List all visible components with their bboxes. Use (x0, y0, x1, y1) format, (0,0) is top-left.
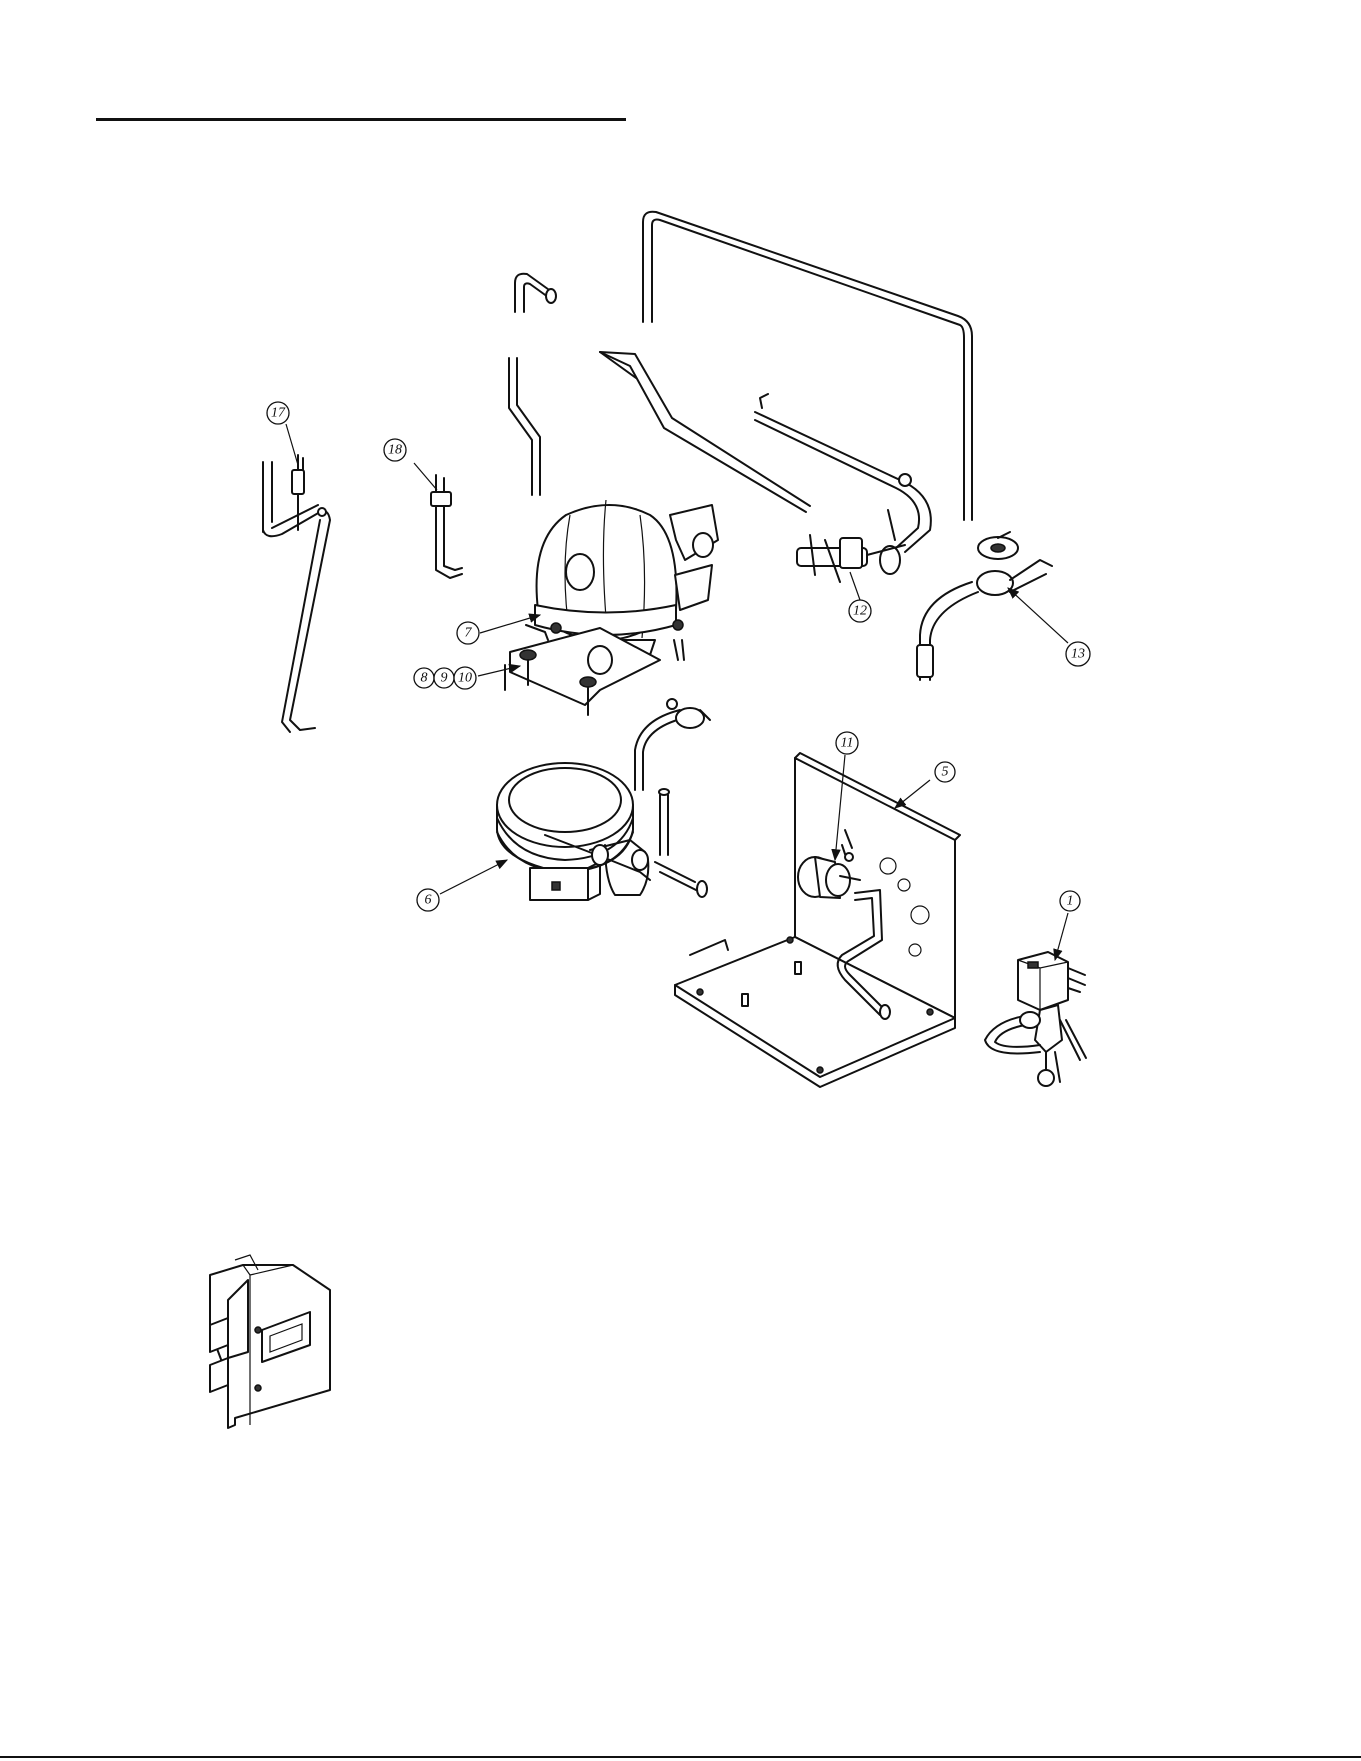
callout-7: 7 (457, 622, 479, 644)
svg-text:1: 1 (1067, 894, 1074, 909)
callout-6: 6 (417, 889, 439, 911)
drier-tube (755, 394, 931, 552)
callout-12: 12 (849, 600, 871, 622)
hinge-bracket-part (210, 1255, 330, 1428)
filter-drier-13 (917, 532, 1052, 680)
callout-13: 13 (1066, 642, 1090, 666)
solenoid-valve-1 (985, 952, 1086, 1086)
svg-text:10: 10 (458, 671, 472, 686)
svg-text:18: 18 (388, 443, 402, 458)
svg-text:5: 5 (942, 765, 949, 780)
callout-18: 18 (384, 439, 406, 461)
compressor-7 (526, 500, 718, 660)
leader-7 (480, 615, 540, 633)
svg-text:13: 13 (1071, 647, 1085, 662)
access-valve-18 (431, 475, 462, 578)
callout-10: 10 (454, 667, 476, 689)
condenser-coil-6 (497, 699, 710, 900)
valve-assembly-12 (797, 510, 905, 582)
svg-text:9: 9 (441, 671, 448, 686)
process-tube-17 (263, 455, 330, 732)
callout-1: 1 (1060, 891, 1080, 911)
elbow-tube-small (515, 274, 556, 312)
svg-text:6: 6 (425, 893, 432, 908)
svg-text:7: 7 (465, 626, 473, 641)
leader-6 (440, 860, 507, 894)
callout-8: 8 (414, 668, 434, 688)
leader-12 (850, 572, 860, 600)
callout-5: 5 (935, 762, 955, 782)
mounting-bracket-5 (675, 753, 960, 1087)
svg-text:11: 11 (841, 736, 854, 751)
callout-9: 9 (434, 668, 454, 688)
leader-1 (1055, 913, 1068, 960)
callout-17: 17 (267, 402, 289, 424)
svg-text:17: 17 (271, 406, 286, 421)
discharge-tube-large (643, 212, 972, 520)
leader-5 (895, 780, 930, 808)
svg-text:8: 8 (421, 671, 428, 686)
suction-tube-bent (509, 358, 540, 495)
leader-13 (1008, 588, 1068, 643)
svg-text:12: 12 (853, 604, 867, 619)
footer-rule (0, 1756, 1361, 1758)
callout-11: 11 (836, 732, 858, 754)
leader-17 (286, 424, 298, 465)
leader-18 (414, 463, 437, 490)
